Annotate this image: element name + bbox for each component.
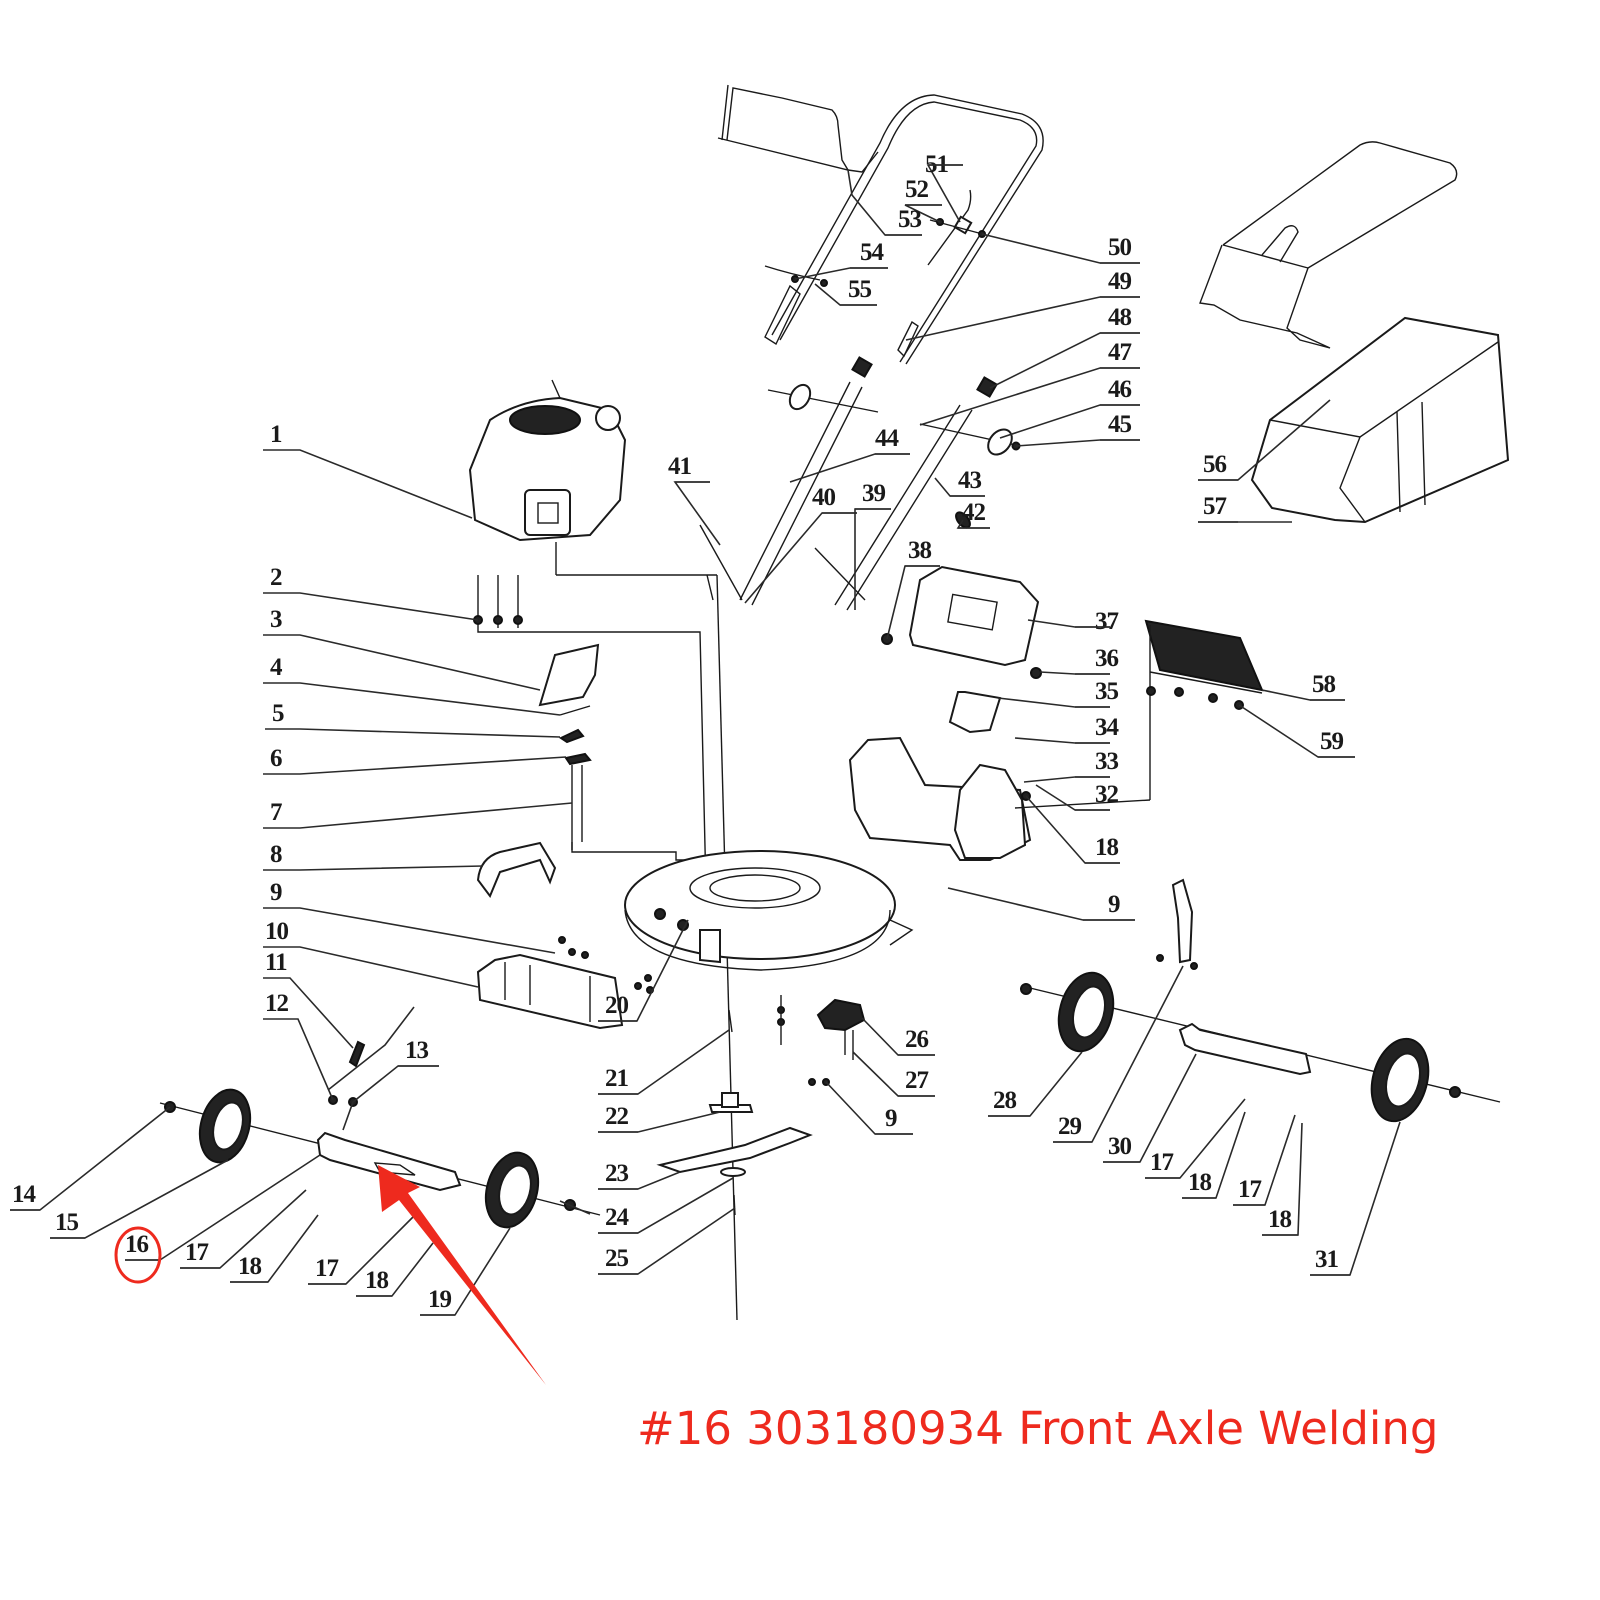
callout-25: 25 <box>605 1245 629 1272</box>
callout-17d: 17 <box>1238 1176 1262 1203</box>
callout-9c: 9 <box>1108 891 1120 918</box>
callout-17a: 17 <box>185 1239 209 1266</box>
callout-27: 27 <box>905 1067 929 1094</box>
callout-35: 35 <box>1095 678 1119 705</box>
callout-18a: 18 <box>238 1253 262 1280</box>
callout-28: 28 <box>993 1087 1017 1114</box>
callout-29: 29 <box>1058 1113 1082 1140</box>
callout-50: 50 <box>1108 234 1132 261</box>
callout-2: 2 <box>270 564 282 591</box>
highlight-circle <box>114 1226 162 1284</box>
callout-14: 14 <box>12 1181 37 1208</box>
callout-39: 39 <box>862 480 886 507</box>
callout-45: 45 <box>1108 411 1132 438</box>
callout-21: 21 <box>605 1065 629 1092</box>
callout-31: 31 <box>1315 1246 1339 1273</box>
deck-drawing <box>624 850 914 971</box>
callout-18d: 18 <box>1268 1206 1292 1233</box>
label-underlines <box>10 164 1355 1316</box>
callout-9b: 9 <box>885 1105 897 1132</box>
callout-24: 24 <box>605 1204 630 1231</box>
callout-7: 7 <box>270 799 282 826</box>
callout-12: 12 <box>265 990 289 1017</box>
callout-55: 55 <box>848 276 872 303</box>
callout-54: 54 <box>860 239 885 266</box>
callout-41: 41 <box>668 453 692 480</box>
callout-4: 4 <box>270 654 283 681</box>
callout-18e: 18 <box>1095 834 1119 861</box>
callout-11: 11 <box>265 949 287 976</box>
blade-drawing <box>656 1009 813 1216</box>
callout-20: 20 <box>605 992 629 1019</box>
callout-57: 57 <box>1203 493 1227 520</box>
callout-32: 32 <box>1095 781 1119 808</box>
callout-16: 16 <box>125 1231 149 1258</box>
callout-48: 48 <box>1108 304 1132 331</box>
callout-22: 22 <box>605 1103 629 1130</box>
callout-43: 43 <box>958 467 982 494</box>
callout-10: 10 <box>265 918 289 945</box>
callout-42: 42 <box>962 499 986 526</box>
callout-38: 38 <box>908 537 932 564</box>
callout-labels: 1 2 3 4 5 6 7 8 9 10 11 12 13 14 15 16 1… <box>12 151 1345 1313</box>
callout-37: 37 <box>1095 608 1119 635</box>
callout-46: 46 <box>1108 376 1132 403</box>
callout-34: 34 <box>1095 714 1120 741</box>
callout-8: 8 <box>270 841 282 868</box>
rear-axle-drawing <box>1020 878 1501 1123</box>
upper-handle-drawing <box>717 84 1044 365</box>
callout-19: 19 <box>428 1286 452 1313</box>
callout-49: 49 <box>1108 268 1132 295</box>
bracket-drawing <box>777 995 866 1086</box>
callout-5: 5 <box>272 700 284 727</box>
callout-30: 30 <box>1108 1133 1132 1160</box>
front-cover-drawing <box>476 936 654 1030</box>
mulch-plate-drawing <box>1014 619 1264 809</box>
flap-drawing <box>476 643 690 898</box>
callout-47: 47 <box>1108 339 1132 366</box>
highlight-annotation <box>114 1165 546 1385</box>
callout-17b: 17 <box>315 1255 339 1282</box>
callout-53: 53 <box>898 206 922 233</box>
callout-9: 9 <box>270 879 282 906</box>
callout-6: 6 <box>270 745 282 772</box>
callout-56: 56 <box>1203 451 1227 478</box>
rear-housing-drawing <box>848 565 1042 861</box>
callout-36: 36 <box>1095 645 1119 672</box>
callout-26: 26 <box>905 1026 929 1053</box>
callout-17c: 17 <box>1150 1149 1174 1176</box>
callout-58: 58 <box>1312 671 1336 698</box>
grass-bag-drawing <box>1199 141 1510 524</box>
callout-13: 13 <box>405 1037 429 1064</box>
callout-44: 44 <box>875 425 900 452</box>
front-axle-drawing <box>159 1040 601 1229</box>
callout-59: 59 <box>1320 728 1344 755</box>
callout-1: 1 <box>270 421 282 448</box>
callout-18c: 18 <box>1188 1169 1212 1196</box>
callout-33: 33 <box>1095 748 1119 775</box>
part-caption: #16 303180934 Front Axle Welding <box>637 1402 1439 1455</box>
callout-23: 23 <box>605 1160 629 1187</box>
callout-18b: 18 <box>365 1267 389 1294</box>
callout-52: 52 <box>905 176 929 203</box>
callout-3: 3 <box>270 606 282 633</box>
callout-40: 40 <box>812 484 836 511</box>
callout-15: 15 <box>55 1209 79 1236</box>
